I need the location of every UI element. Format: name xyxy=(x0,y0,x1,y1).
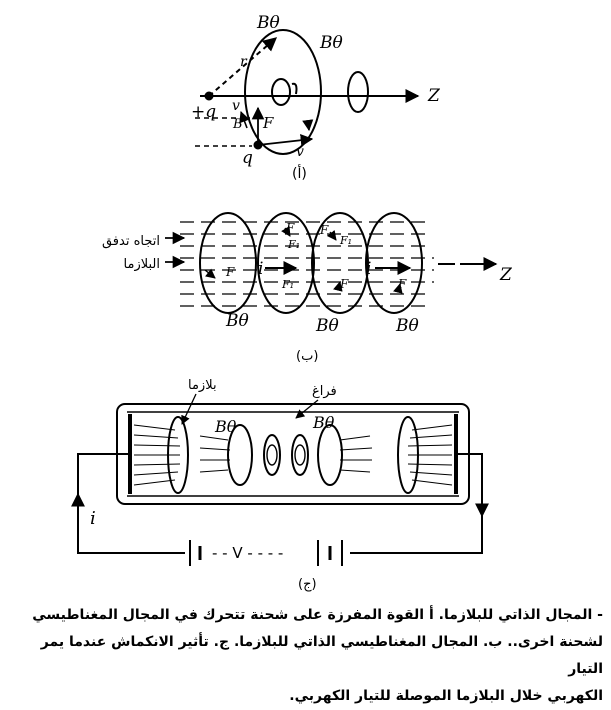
flow-lines xyxy=(180,221,434,307)
b-label-b-2: Bθ xyxy=(315,316,339,336)
c-current-label: i xyxy=(90,508,96,529)
field-loop-inner xyxy=(271,78,291,106)
c-loop-2 xyxy=(227,424,253,486)
b-label-f1-2: F₁ xyxy=(287,238,300,251)
c-vacuum-label: فراغ xyxy=(312,384,337,399)
a-tag: (أ) xyxy=(292,164,307,182)
c-plasma-label: بلازما xyxy=(188,378,217,393)
b-loop-1 xyxy=(199,212,257,314)
b-flow-label-1: اتجاه تدفق xyxy=(102,234,160,249)
a-label-b-top: Bθ xyxy=(256,13,280,33)
velocity-arrow-lower xyxy=(257,133,314,147)
b-label-f1-1: F₁ xyxy=(281,278,294,291)
c-loop-4b xyxy=(294,444,306,466)
b-label-f-2: F xyxy=(319,223,329,237)
caption-line-2: لشحنة اخرى.. ب. المجال المغناطيسي الذاتي… xyxy=(40,634,603,677)
c-loop-4 xyxy=(291,434,309,476)
b-label-f-5: F xyxy=(285,221,295,235)
loop-arrow-bottom xyxy=(302,119,314,132)
c-loop-3b xyxy=(266,444,278,466)
c-label-b-1: Bθ xyxy=(214,417,237,436)
panel-b xyxy=(165,212,498,314)
a-label-v-lower: v xyxy=(296,144,304,160)
a-label-b-small: B xyxy=(232,117,243,132)
a-label-z: Z xyxy=(427,86,441,106)
panel-a xyxy=(195,29,420,155)
c-loop-5 xyxy=(317,424,343,486)
b-label-z: Z xyxy=(499,265,513,285)
a-label-q-lower: q xyxy=(242,148,253,168)
radius-line xyxy=(208,37,278,97)
panel-a-labels: Bθ Bθ r +q v B F q v Z (أ) xyxy=(191,13,441,182)
c-loop-3 xyxy=(263,434,281,476)
b-label-f1-3: F₁ xyxy=(339,234,352,247)
c-battery-label: - - V - - - - xyxy=(212,544,283,562)
b-loop-3 xyxy=(311,212,369,314)
panel-b-labels: اتجاه تدفق البلازما Z Bθ Bθ Bθ i i F F F… xyxy=(102,221,513,364)
b-label-i-2: i xyxy=(366,259,371,279)
c-loop-6 xyxy=(397,416,419,494)
caption-line-1: - المجال الذاتي للبلازما. أ القوة المفرز… xyxy=(32,607,603,623)
a-label-v-upper: v xyxy=(232,98,240,114)
field-loop-inner-arc xyxy=(291,82,298,95)
c-tag: (ج) xyxy=(298,577,317,592)
b-loop-4 xyxy=(365,212,423,314)
panel-c-labels: بلازما فراغ Bθ Bθ i - - V - - - - (ج) xyxy=(90,378,337,592)
field-loop-large xyxy=(244,29,322,155)
caption-line-3: الكهربي خلال البلازما الموصلة للتيار الك… xyxy=(289,688,603,704)
field-loop-right xyxy=(347,71,369,113)
b-label-b-1: Bθ xyxy=(225,311,249,331)
panel-c xyxy=(71,403,489,566)
b-label-f-4: F xyxy=(397,277,407,291)
a-label-b-right: Bθ xyxy=(319,33,343,53)
a-label-f: F xyxy=(262,114,274,132)
a-label-r: r xyxy=(240,54,248,70)
a-label-q-plus: +q xyxy=(191,102,216,122)
b-label-f-1: F xyxy=(225,265,235,279)
b-label-f-3: F xyxy=(339,277,349,291)
c-label-b-2: Bθ xyxy=(312,413,335,432)
figure-caption: - المجال الذاتي للبلازما. أ القوة المفرز… xyxy=(8,602,603,710)
c-loop-1 xyxy=(167,416,189,494)
b-small-arrow xyxy=(239,110,250,129)
b-flow-label-2: البلازما xyxy=(124,257,160,272)
c-plasma-lines xyxy=(133,424,453,486)
b-tag: (ب) xyxy=(296,349,318,364)
b-loop-2 xyxy=(257,212,315,314)
b-label-i-1: i xyxy=(258,259,263,279)
b-label-b-3: Bθ xyxy=(395,316,419,336)
